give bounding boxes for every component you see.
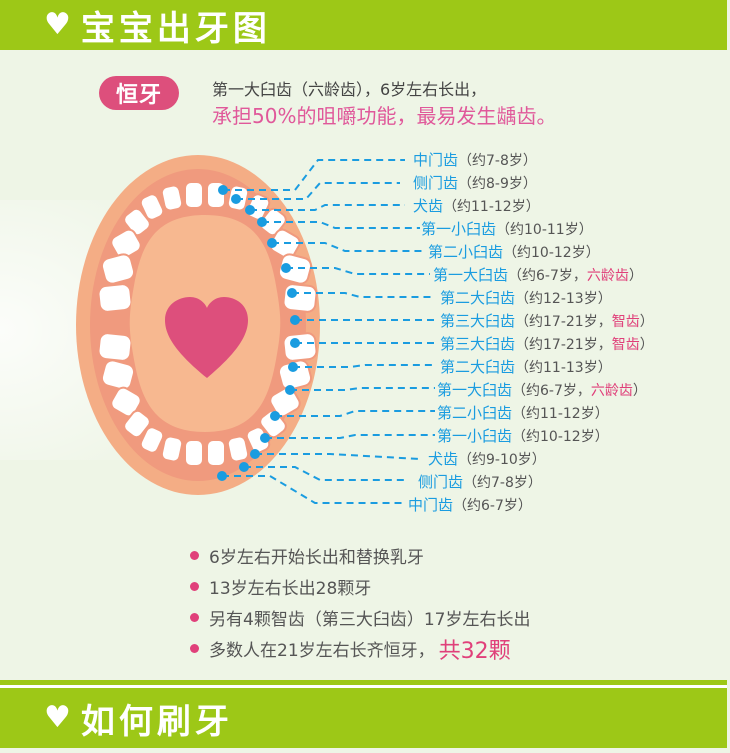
permanent-teeth-badge: 恒牙 bbox=[99, 76, 179, 110]
tooth-label: 第二小臼齿（约10-12岁） bbox=[428, 243, 600, 261]
tooth-label: 侧门齿（约7-8岁） bbox=[418, 473, 542, 491]
bullet-dot-icon bbox=[190, 613, 199, 622]
tooth-label: 第二大臼齿（约12-13岁） bbox=[440, 289, 612, 307]
section-title: 如何刷牙 bbox=[80, 701, 233, 742]
list-item: 6岁左右开始长出和替换乳牙 bbox=[190, 540, 530, 571]
tooth-label: 第一大臼齿（约6-7岁，六龄齿） bbox=[437, 381, 647, 399]
header-banner: ♥ 宝宝出牙图 bbox=[0, 0, 727, 50]
heart-icon: ♥ bbox=[44, 7, 71, 42]
list-item: 13岁左右长出28颗牙 bbox=[190, 571, 530, 602]
bullet-dot-icon bbox=[190, 551, 199, 560]
tooth-label: 第一小臼齿（约10-11岁） bbox=[421, 220, 593, 238]
heart-icon bbox=[165, 297, 248, 378]
tooth-label: 犬齿（约9-10岁） bbox=[428, 450, 546, 468]
tooth-label: 犬齿（约11-12岁） bbox=[413, 197, 540, 215]
tooth-label: 第一大臼齿（约6-7岁，六龄齿） bbox=[433, 266, 643, 284]
tooth-label: 中门齿（约6-7岁） bbox=[408, 496, 532, 514]
tooth-label: 侧门齿（约8-9岁） bbox=[413, 174, 537, 192]
tooth-label: 第二大臼齿（约11-13岁） bbox=[440, 358, 612, 376]
tooth-markers bbox=[217, 185, 300, 481]
leader-lines bbox=[222, 159, 435, 504]
bullet-dot-icon bbox=[190, 582, 199, 591]
intro-line-1: 第一大臼齿（六龄齿），6岁左右长出， bbox=[212, 80, 487, 99]
list-item: 多数人在21岁左右长齐恒牙，共32颗 bbox=[190, 633, 530, 664]
bullet-dot-icon bbox=[190, 644, 199, 653]
heart-icon: ♥ bbox=[44, 700, 71, 735]
intro-line-2: 承担50%的咀嚼功能，最易发生龋齿。 bbox=[212, 104, 557, 128]
tooth-label: 第二小臼齿（约11-12岁） bbox=[437, 404, 609, 422]
page-title: 宝宝出牙图 bbox=[80, 8, 271, 49]
section-banner-brushing: ♥ 如何刷牙 bbox=[0, 685, 727, 748]
tooth-label: 第三大臼齿（约17-21岁，智齿） bbox=[440, 312, 654, 330]
tooth-label: 中门齿（约7-8岁） bbox=[413, 151, 537, 169]
teeth-ring bbox=[97, 181, 318, 467]
facts-list: 6岁左右开始长出和替换乳牙 13岁左右长出28颗牙 另有4颗智齿（第三大臼齿）1… bbox=[190, 540, 530, 664]
list-item: 另有4颗智齿（第三大臼齿）17岁左右长出 bbox=[190, 602, 530, 633]
tooth-label: 第三大臼齿（约17-21岁，智齿） bbox=[440, 335, 654, 353]
tooth-label: 第一小臼齿（约10-12岁） bbox=[437, 427, 609, 445]
